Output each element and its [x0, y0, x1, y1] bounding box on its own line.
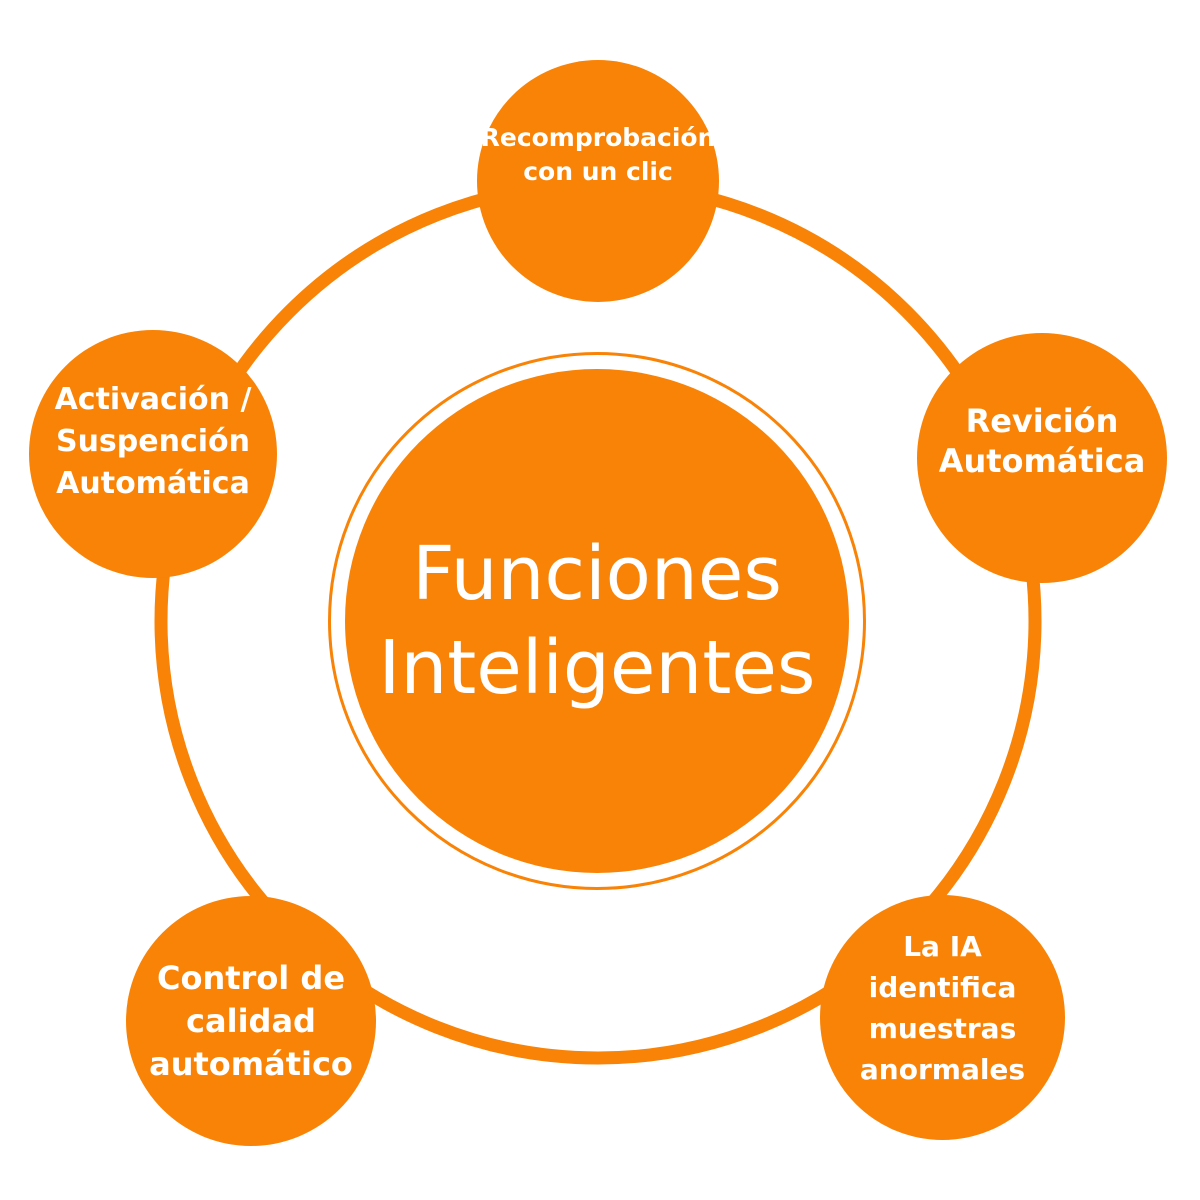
node-ia-muestras: La IA identifica muestras anormales — [820, 895, 1065, 1140]
node-label-line: Control de — [156, 958, 346, 997]
node-label-line: Automática — [56, 466, 250, 501]
center-outline-ring — [328, 352, 866, 890]
node-label-line: Activación / — [54, 382, 252, 417]
node-label-line: La IA — [903, 929, 982, 963]
node-label: Control de calidad automático — [149, 957, 353, 1086]
center-hub: Funciones Inteligentes — [345, 369, 849, 873]
node-revicion-automatica: Revición Automática — [917, 333, 1167, 583]
node-label: Activación / Suspención Automática — [55, 379, 252, 505]
node-control-calidad: Control de calidad automático — [126, 896, 376, 1146]
center-title-line2: Inteligentes — [378, 625, 816, 711]
node-label-line: muestras — [868, 1011, 1017, 1045]
node-label-line: identifica — [868, 970, 1017, 1004]
node-label-line: Recomprobación — [480, 123, 716, 152]
node-label-line: con un clic — [523, 157, 673, 186]
node-label-line: automático — [149, 1044, 353, 1083]
node-label: La IA identifica muestras anormales — [860, 926, 1025, 1090]
node-label: Recomprobación con un clic — [481, 121, 716, 189]
node-label-line: Suspención — [55, 424, 251, 459]
node-activacion-suspencion: Activación / Suspención Automática — [29, 330, 277, 578]
node-recomprobacion: Recomprobación con un clic — [477, 60, 719, 302]
node-label: Revición Automática — [939, 401, 1146, 481]
node-label-line: calidad — [186, 1001, 316, 1040]
center-title-line1: Funciones — [412, 531, 782, 617]
center-title: Funciones Inteligentes — [345, 527, 849, 715]
node-label-line: Revición — [965, 401, 1119, 440]
node-label-line: Automática — [938, 441, 1146, 480]
node-label-line: anormales — [859, 1052, 1026, 1086]
